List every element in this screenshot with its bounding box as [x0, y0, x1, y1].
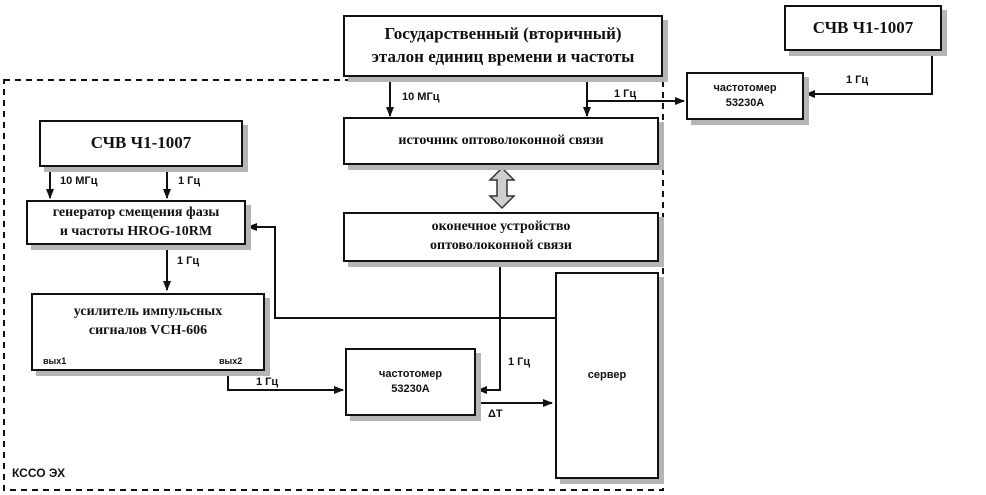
counter-top-line2: 53230А — [725, 97, 765, 109]
label-1hz-shifter: 1 Гц — [177, 255, 200, 267]
pulse-amplifier-line2: сигналов VCH-606 — [88, 322, 208, 338]
counter-bottom-block: частотомер 53230А — [345, 348, 476, 416]
state-standard-line1: Государственный (вторичный) — [384, 24, 622, 44]
label-10mhz-left: 10 МГц — [60, 175, 98, 187]
hydrogen-standard-left: СЧВ Ч1-1007 — [39, 120, 243, 167]
server-block: сервер — [555, 272, 659, 479]
wire-1hz-terminal — [477, 262, 501, 394]
hydrogen-standard-left-label: СЧВ Ч1-1007 — [90, 133, 192, 153]
state-standard-block: Государственный (вторичный) эталон едини… — [343, 15, 663, 77]
counter-top-block: частотомер 53230А — [686, 72, 804, 120]
label-1hz-top: 1 Гц — [614, 88, 637, 100]
counter-top-line1: частотомер — [713, 82, 777, 95]
counter-bottom-line1: частотомер — [378, 368, 443, 381]
label-delta-t: ΔT — [488, 408, 503, 420]
label-1hz-left: 1 Гц — [178, 175, 201, 187]
wire-server-feedback — [247, 223, 556, 319]
label-1hz-amp: 1 Гц — [256, 376, 279, 388]
fiber-link-arrow — [488, 166, 516, 210]
boundary-label: КССО ЭХ — [12, 466, 66, 480]
fiber-terminal-line2: оптоволоконной связи — [430, 238, 572, 253]
phase-shifter-line2: и частоты HROG-10RM — [59, 223, 213, 239]
server-label: сервер — [587, 369, 627, 382]
fiber-source-label: источник оптоволоконной связи — [398, 132, 604, 148]
label-1hz-right: 1 Гц — [846, 74, 869, 86]
kssso-boundary — [3, 79, 664, 491]
phase-shifter-block: генератор смещения фазы и частоты HROG-1… — [26, 200, 246, 245]
wire-1hz-right — [805, 52, 933, 98]
fiber-terminal-line1: оконечное устройство — [431, 219, 571, 235]
pulse-amplifier-block: усилитель импульсных сигналов VCH-606 вы… — [31, 293, 265, 371]
amp-output-1: вых1 — [43, 356, 67, 366]
fiber-terminal-block: оконечное устройство оптоволоконной связ… — [343, 212, 659, 262]
pulse-amplifier-line1: усилитель импульсных — [73, 304, 223, 319]
fiber-source-block: источник оптоволоконной связи — [343, 117, 659, 165]
state-standard-line2: эталон единиц времени и частоты — [371, 47, 635, 66]
phase-shifter-line1: генератор смещения фазы — [52, 204, 220, 220]
wire-1hz-amp — [227, 372, 344, 394]
label-10mhz-top: 10 МГц — [402, 91, 440, 103]
amp-output-2: вых2 — [219, 356, 243, 366]
hydrogen-standard-right-label: СЧВ Ч1-1007 — [812, 17, 914, 37]
counter-bottom-line2: 53230А — [391, 383, 430, 395]
label-1hz-terminal: 1 Гц — [508, 356, 531, 368]
hydrogen-standard-right: СЧВ Ч1-1007 — [784, 5, 942, 51]
